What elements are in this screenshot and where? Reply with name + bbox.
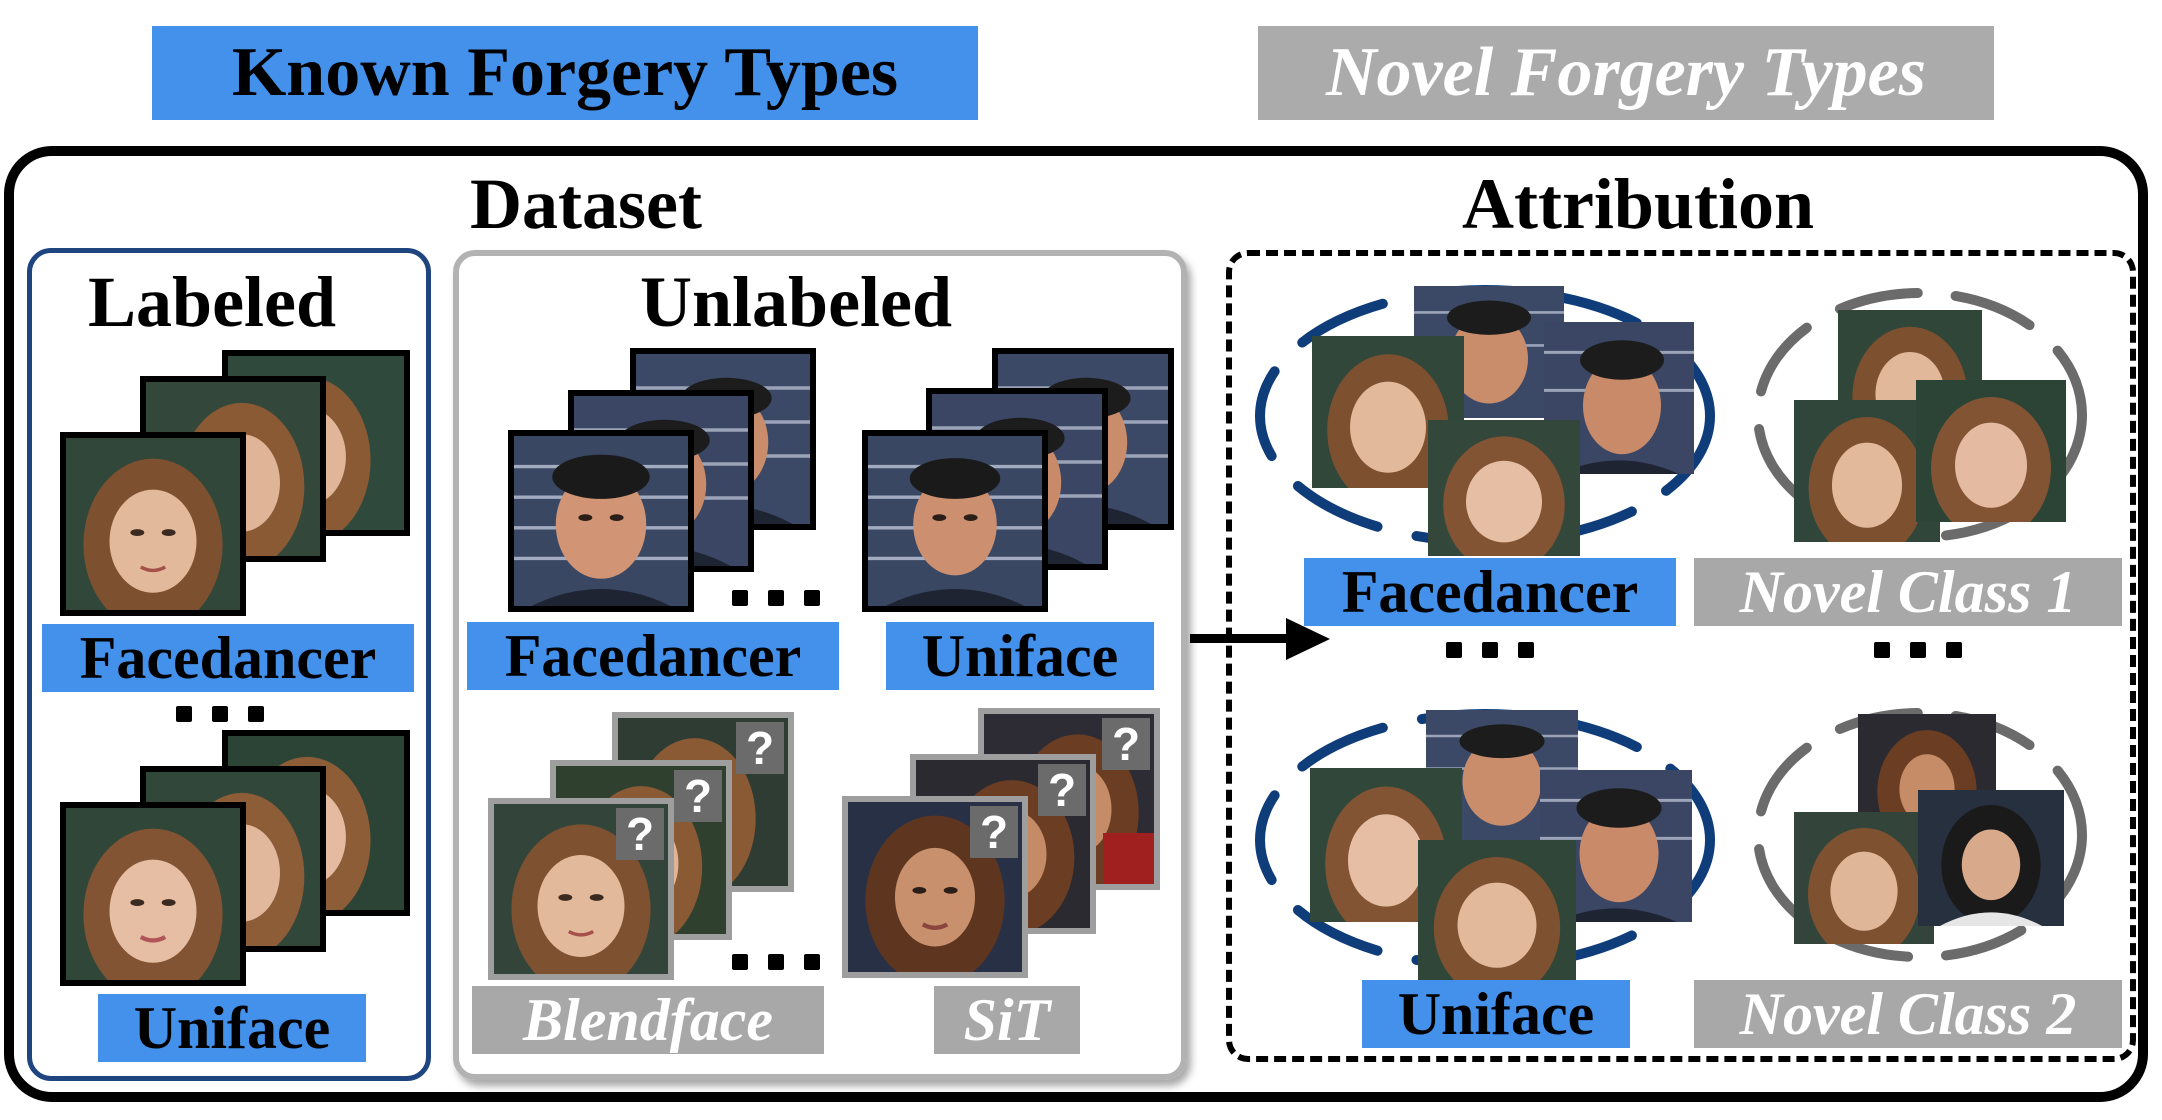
unlabeled-tag-uniface: Uniface	[886, 622, 1154, 690]
question-mark-icon: ?	[970, 806, 1018, 858]
attribution-tag-novel-class-1: Novel Class 1	[1694, 558, 2122, 626]
face-thumbnail	[1794, 812, 1934, 944]
ellipsis-icon	[732, 590, 820, 606]
face-thumbnail: ?	[488, 798, 674, 980]
unlabeled-tag-sit: SiT	[934, 986, 1080, 1054]
question-mark-icon: ?	[736, 722, 784, 774]
labeled-panel	[27, 248, 431, 1081]
ellipsis-icon	[176, 706, 264, 722]
question-mark-icon: ?	[1038, 764, 1086, 816]
attribution-tag-facedancer: Facedancer	[1304, 558, 1676, 626]
face-thumbnail	[60, 432, 246, 616]
ellipsis-icon	[1446, 642, 1534, 658]
labeled-tag-uniface: Uniface	[98, 994, 366, 1062]
attribution-tag-novel-class-2: Novel Class 2	[1694, 980, 2122, 1048]
face-thumbnail	[60, 802, 246, 986]
face-thumbnail	[508, 430, 694, 612]
question-mark-icon: ?	[616, 808, 664, 860]
attribution-panel	[1226, 250, 2136, 1062]
unlabeled-panel	[453, 250, 1187, 1080]
face-thumbnail	[1918, 790, 2064, 926]
question-mark-icon: ?	[1102, 718, 1150, 770]
face-thumbnail	[1418, 840, 1576, 982]
attribution-tag-uniface: Uniface	[1362, 980, 1630, 1048]
cluster-ellipse-novel-1	[1753, 288, 2087, 542]
labeled-title: Labeled	[88, 262, 337, 342]
novel-forgery-types-header: Novel Forgery Types	[1258, 26, 1994, 120]
labeled-tag-facedancer: Facedancer	[42, 624, 414, 692]
unlabeled-title: Unlabeled	[640, 262, 953, 342]
face-thumbnail: ?	[842, 796, 1028, 978]
face-thumbnail	[1794, 400, 1940, 542]
unlabeled-tag-facedancer: Facedancer	[467, 622, 839, 690]
ellipsis-icon	[1874, 642, 1962, 658]
known-forgery-types-header: Known Forgery Types	[152, 26, 978, 120]
question-mark-icon: ?	[674, 770, 722, 822]
dataset-title: Dataset	[470, 164, 702, 244]
outer-frame	[4, 146, 2148, 1102]
face-thumbnail	[1540, 770, 1692, 922]
face-thumbnail	[1916, 380, 2066, 522]
unlabeled-tag-blendface: Blendface	[472, 986, 824, 1054]
arrow-right-icon	[1190, 634, 1290, 643]
ellipsis-icon	[732, 954, 820, 970]
face-thumbnail	[1428, 420, 1580, 556]
cluster-ellipse-novel-2	[1753, 708, 2087, 962]
attribution-title: Attribution	[1462, 164, 1815, 244]
face-thumbnail	[862, 430, 1048, 612]
